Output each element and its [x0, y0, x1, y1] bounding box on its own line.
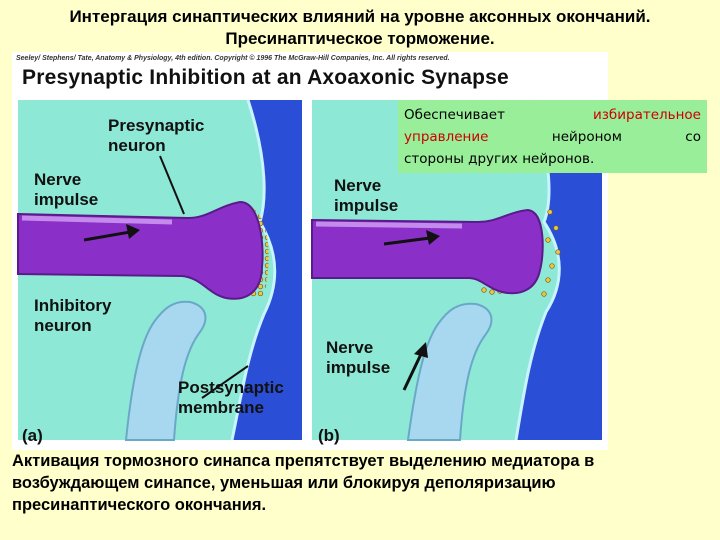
caption-text: Активация тормозного синапса препятствуе… — [12, 452, 595, 514]
panel-b-presynaptic-axon — [311, 208, 544, 295]
label-panel-a: (a) — [22, 426, 43, 445]
label-nerve-impulse-a: Nerve impulse — [34, 170, 99, 209]
panel-b-impulse-arrow-top — [383, 236, 431, 246]
note-box: Обеспечивает избирательное управление не… — [398, 100, 707, 173]
figure-credit: Seeley/ Stephens/ Tate, Anatomy & Physio… — [16, 55, 450, 62]
slide-title: Интергация синаптических влияний на уров… — [69, 7, 651, 48]
label-nerve-impulse-b-bottom: Nerve impulse — [326, 338, 391, 377]
synapse-illustration — [17, 99, 602, 441]
panel-a-postsynaptic-membrane — [232, 100, 302, 440]
panel-b-inhibitory-neuron — [406, 302, 493, 441]
note-line-1: Обеспечивает избирательное — [404, 107, 701, 123]
figure-title: Presynaptic Inhibition at an Axoaxonic S… — [22, 66, 509, 89]
label-inhibitory-neuron: Inhibitory neuron — [34, 296, 112, 335]
panel-a-presynaptic-axon — [17, 200, 264, 300]
panel-b-postsynaptic-membrane — [516, 100, 602, 440]
note-line-3: стороны других нейронов. — [404, 151, 595, 167]
label-panel-b: (b) — [318, 426, 340, 445]
label-nerve-impulse-b-top: Nerve impulse — [334, 176, 399, 215]
label-presynaptic-neuron: Presynaptic neuron — [108, 116, 205, 155]
panel-b-impulse-arrow-bottom — [402, 351, 424, 391]
panel-a-inhibitory-neuron — [124, 300, 207, 441]
panel-a-impulse-arrow — [83, 230, 131, 242]
note-line-2: управление нейроном со — [404, 129, 701, 145]
label-postsynaptic-membrane: Postsynaptic membrane — [178, 378, 284, 417]
panel-a-drawing — [17, 99, 302, 441]
